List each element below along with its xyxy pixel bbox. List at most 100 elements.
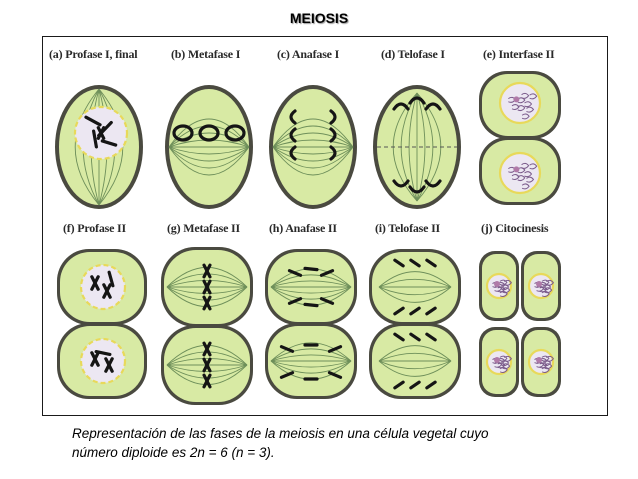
chromosome-bivalent xyxy=(172,124,194,142)
chromatin xyxy=(517,97,526,104)
chromosome-bivalent xyxy=(224,124,246,142)
cell-profase-1 xyxy=(55,85,143,209)
spindle-fiber xyxy=(378,352,452,362)
spindle-fiber xyxy=(166,286,248,294)
chromatin xyxy=(502,363,511,370)
spindle-fiber xyxy=(270,342,352,362)
chromosome xyxy=(425,258,437,268)
spindle-fiber xyxy=(378,271,452,288)
phase-label-e: (e) Interfase II xyxy=(483,47,555,61)
chromatin xyxy=(546,355,554,362)
chromosome xyxy=(100,139,118,147)
spindle-fiber xyxy=(378,286,452,303)
cell-profase-2 xyxy=(57,249,147,399)
cell-metafase-1 xyxy=(165,85,253,209)
phase-label-f: (f) Profase II xyxy=(63,221,126,235)
chromosome xyxy=(202,295,212,311)
chromosome xyxy=(329,109,337,125)
chromosome xyxy=(303,266,319,272)
chromosome xyxy=(107,270,115,288)
chromosome xyxy=(96,126,106,140)
chromosome xyxy=(102,283,112,299)
chromosome xyxy=(289,127,297,143)
chromatin xyxy=(504,279,512,286)
spindle-fiber xyxy=(378,345,452,362)
nucleolus xyxy=(536,281,542,287)
chromosome xyxy=(90,275,100,291)
chromatin xyxy=(499,279,508,286)
chromosome xyxy=(408,96,426,105)
phase-label-j: (j) Citocinesis xyxy=(481,221,549,235)
caption-line-2: número diploide es 2n = 6 (n = 3). xyxy=(72,445,275,460)
chromatin xyxy=(517,105,526,112)
chromosome xyxy=(393,258,405,268)
chromosome xyxy=(408,185,426,194)
chromosome xyxy=(202,263,212,279)
chromatin xyxy=(541,355,550,362)
chromatin xyxy=(524,101,533,108)
spindle-fiber xyxy=(272,139,354,148)
chromosome xyxy=(329,145,337,161)
chromosome xyxy=(287,269,303,277)
chromosome xyxy=(329,127,337,143)
chromosome xyxy=(425,306,437,316)
chromosome xyxy=(289,145,297,161)
chromosome xyxy=(202,341,212,357)
chromatin xyxy=(521,92,530,99)
spindle-fiber xyxy=(166,358,248,366)
spindle-fiber xyxy=(270,274,352,288)
chromosome xyxy=(393,380,405,390)
chromosome xyxy=(279,345,295,353)
cell-citocinesis xyxy=(479,251,561,397)
spindle-fiber xyxy=(270,286,352,294)
spindle-fiber xyxy=(270,348,352,362)
meiosis-cells-illustration xyxy=(55,71,561,405)
spindle-fiber xyxy=(378,286,452,296)
chromosome xyxy=(425,380,437,390)
spindle-fiber xyxy=(166,280,248,288)
chromatin xyxy=(521,162,530,169)
chromosome xyxy=(409,258,421,268)
chromosome xyxy=(409,306,421,316)
chromatin xyxy=(544,363,553,370)
spindle-fiber xyxy=(168,132,250,148)
chromosome xyxy=(279,371,295,379)
chromosome xyxy=(425,332,437,342)
chromosome xyxy=(289,109,297,125)
chromosome xyxy=(327,371,343,379)
chromosome xyxy=(409,332,421,342)
chromosome xyxy=(392,102,410,111)
chromosome xyxy=(202,357,212,373)
chromatin xyxy=(526,106,535,113)
chromatin xyxy=(541,279,550,286)
cell-telofase-1 xyxy=(373,85,461,209)
chromatin xyxy=(529,93,538,100)
chromatin xyxy=(544,287,553,294)
spindle-fiber xyxy=(272,146,354,169)
chromosome xyxy=(84,115,102,127)
phase-label-c: (c) Anafase I xyxy=(277,47,340,61)
spindle-fiber xyxy=(166,364,248,372)
phase-label-h: (h) Anafase II xyxy=(269,221,337,235)
chromosome xyxy=(424,102,442,111)
spindle-fiber xyxy=(272,146,354,176)
chromatin xyxy=(529,163,538,170)
nucleolus xyxy=(513,96,520,103)
spindle-fiber xyxy=(378,278,452,288)
phase-label-b: (b) Metafase I xyxy=(171,47,241,61)
chromatin xyxy=(526,176,535,183)
spindle-fiber xyxy=(270,360,352,368)
spindle-fiber xyxy=(270,286,352,300)
spindle-fiber xyxy=(270,360,352,374)
cell-anafase-2 xyxy=(265,249,357,399)
nuclear-envelope xyxy=(79,337,127,385)
phase-label-a: (a) Profase I, final xyxy=(49,47,138,61)
spindle-fiber xyxy=(272,125,354,148)
nucleolus xyxy=(513,166,520,173)
chromatin xyxy=(499,355,508,362)
spindle-fiber xyxy=(272,118,354,148)
spindle-fiber xyxy=(378,360,452,377)
slide-title: MEIOSIS xyxy=(289,10,349,26)
spindle-fiber xyxy=(168,146,250,176)
chromosome xyxy=(104,357,114,373)
